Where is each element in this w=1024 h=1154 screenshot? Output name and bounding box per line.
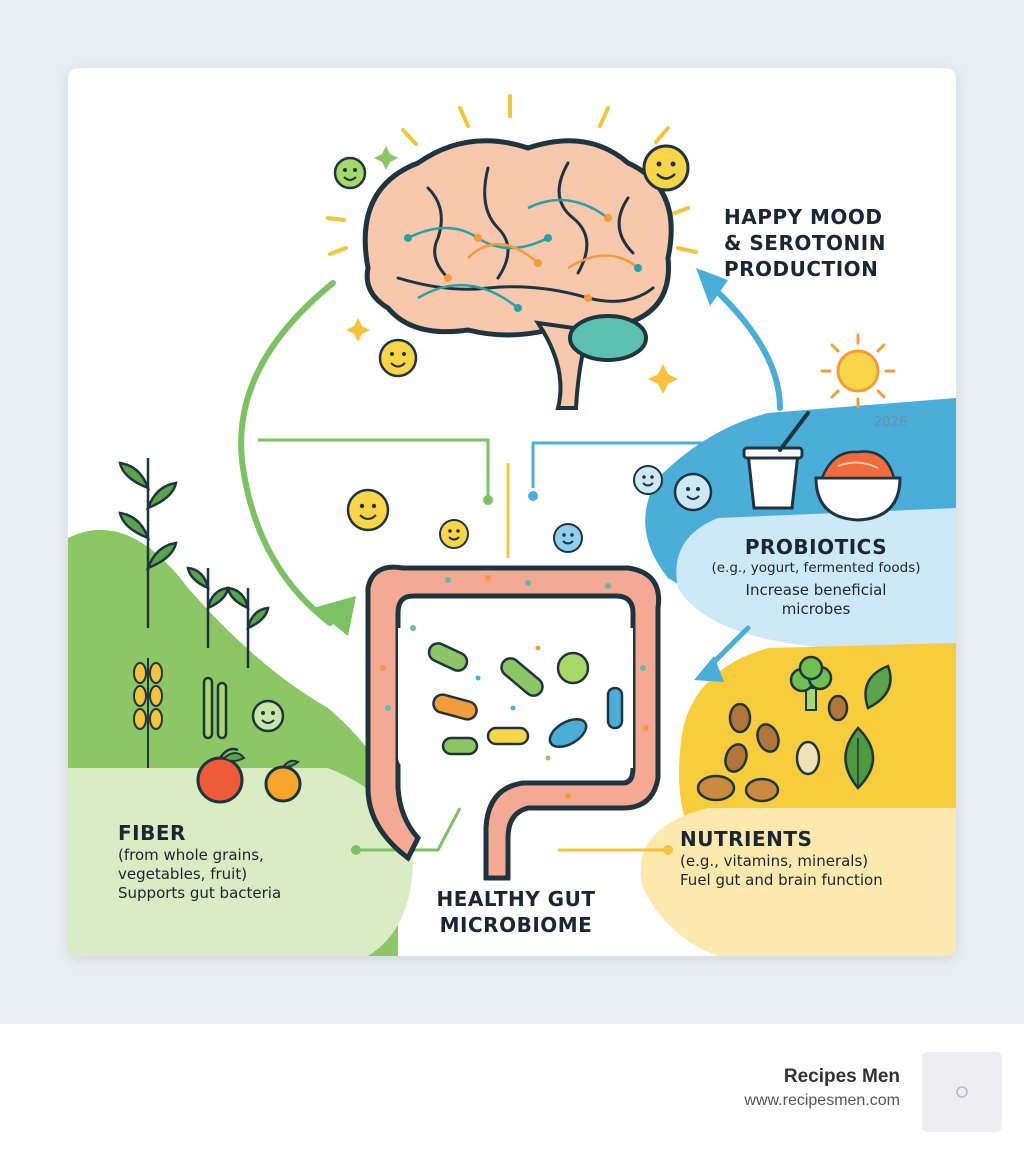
- smiley-icon: [378, 338, 418, 378]
- fiber-title: FIBER: [118, 821, 186, 845]
- site-name[interactable]: Recipes Men: [783, 1066, 900, 1087]
- year-badge: 2026: [874, 415, 908, 430]
- sparkle-icon: [374, 146, 398, 170]
- arrow-brain-to-gut-head: [313, 596, 356, 636]
- smiley-icon: [333, 156, 367, 190]
- gut-illustration: [365, 564, 662, 881]
- apple-icon: [196, 747, 246, 804]
- probiotics-label: PROBIOTICS (e.g., yogurt, fermented food…: [696, 534, 936, 618]
- sparkle-icon: [648, 364, 678, 394]
- gut-label: HEALTHY GUT MICROBIOME: [406, 886, 626, 938]
- kimchi-bowl-icon: [814, 450, 902, 522]
- fiber-label: FIBER (from whole grains, vegetables, fr…: [118, 820, 348, 902]
- probiotics-benefit-line2: microbes: [781, 599, 851, 618]
- connector-blue: [531, 441, 718, 488]
- orange-icon: [264, 759, 302, 803]
- probiotics-title: PROBIOTICS: [744, 535, 888, 559]
- nutrients-title: NUTRIENTS: [680, 827, 813, 851]
- infographic-card: 2026 HAPPY MOOD & SEROTONIN PRODUCTION P…: [68, 68, 956, 956]
- asparagus-icon: [202, 676, 228, 740]
- fiber-zone-light: [68, 768, 413, 956]
- arrow-probiotics-to-gut-head: [694, 656, 724, 682]
- smiley-icon: [346, 488, 390, 532]
- brain-title-line1: HAPPY MOOD: [724, 205, 883, 229]
- gut-title-line2: MICROBIOME: [439, 913, 593, 937]
- leaf-icon: [864, 664, 892, 710]
- fiber-sources-line2: vegetables, fruit): [118, 864, 248, 883]
- probiotics-zone-light: [676, 508, 956, 648]
- nuts-icon: [696, 694, 849, 803]
- yogurt-cup-icon: [742, 411, 810, 510]
- site-logo[interactable]: [922, 1052, 1002, 1132]
- sparkle-icon: [346, 318, 370, 342]
- fiber-sources-line1: (from whole grains,: [118, 846, 264, 864]
- smiley-icon: [439, 519, 469, 549]
- arrow-brain-to-gut: [238, 280, 336, 626]
- footer: Recipes Men www.recipesmen.com: [0, 1024, 1024, 1154]
- nutrients-label: NUTRIENTS (e.g., vitamins, minerals) Fue…: [680, 826, 930, 890]
- smiley-icon: [673, 472, 713, 512]
- brain-title-line2: & SEROTONIN: [724, 231, 886, 255]
- broccoli-icon: [789, 655, 833, 711]
- brain-rays: [326, 94, 698, 256]
- plant-icon: [118, 458, 270, 668]
- probiotics-examples: (e.g., yogurt, fermented foods): [711, 560, 921, 576]
- smiley-icon: [633, 465, 663, 495]
- connector-green: [258, 438, 490, 498]
- nutrients-examples: (e.g., vitamins, minerals): [680, 852, 869, 870]
- gut-title-line1: HEALTHY GUT: [436, 887, 596, 911]
- connector-fiber: [358, 807, 462, 852]
- wheat-icon: [133, 658, 163, 768]
- arrow-probiotics-to-brain: [705, 280, 783, 411]
- brain-illustration: [362, 138, 674, 410]
- brain-label: HAPPY MOOD & SEROTONIN PRODUCTION: [724, 204, 954, 282]
- spinach-icon: [844, 726, 875, 790]
- nutrients-benefit: Fuel gut and brain function: [680, 870, 883, 889]
- fiber-benefit: Supports gut bacteria: [118, 883, 282, 902]
- smiley-icon: [642, 144, 690, 192]
- probiotics-benefit-line1: Increase beneficial: [745, 580, 887, 599]
- brain-title-line3: PRODUCTION: [724, 257, 879, 281]
- arrow-probiotics-to-brain-head: [696, 268, 728, 306]
- site-url[interactable]: www.recipesmen.com: [744, 1092, 900, 1109]
- logo-icon: [956, 1086, 968, 1098]
- smiley-icon: [251, 699, 285, 733]
- smiley-icon: [553, 523, 583, 553]
- nutrients-zone-light: [640, 808, 956, 956]
- infographic-art: [68, 94, 956, 956]
- sun-icon: [820, 333, 896, 409]
